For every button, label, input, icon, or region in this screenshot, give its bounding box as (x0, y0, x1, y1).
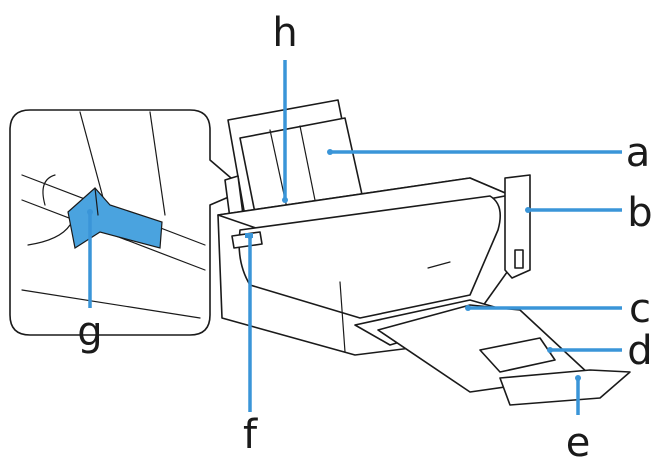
callout-d: d (627, 328, 652, 374)
callout-c: c (629, 286, 651, 332)
callout-h: h (272, 10, 297, 56)
inset-detail (9, 109, 246, 336)
callout-e: e (566, 420, 591, 464)
callout-f: f (243, 412, 258, 458)
output-tray (354, 299, 631, 406)
leader-lines (87, 60, 622, 415)
callout-a: a (626, 130, 651, 176)
callout-b: b (627, 190, 652, 236)
callout-g: g (77, 309, 102, 355)
